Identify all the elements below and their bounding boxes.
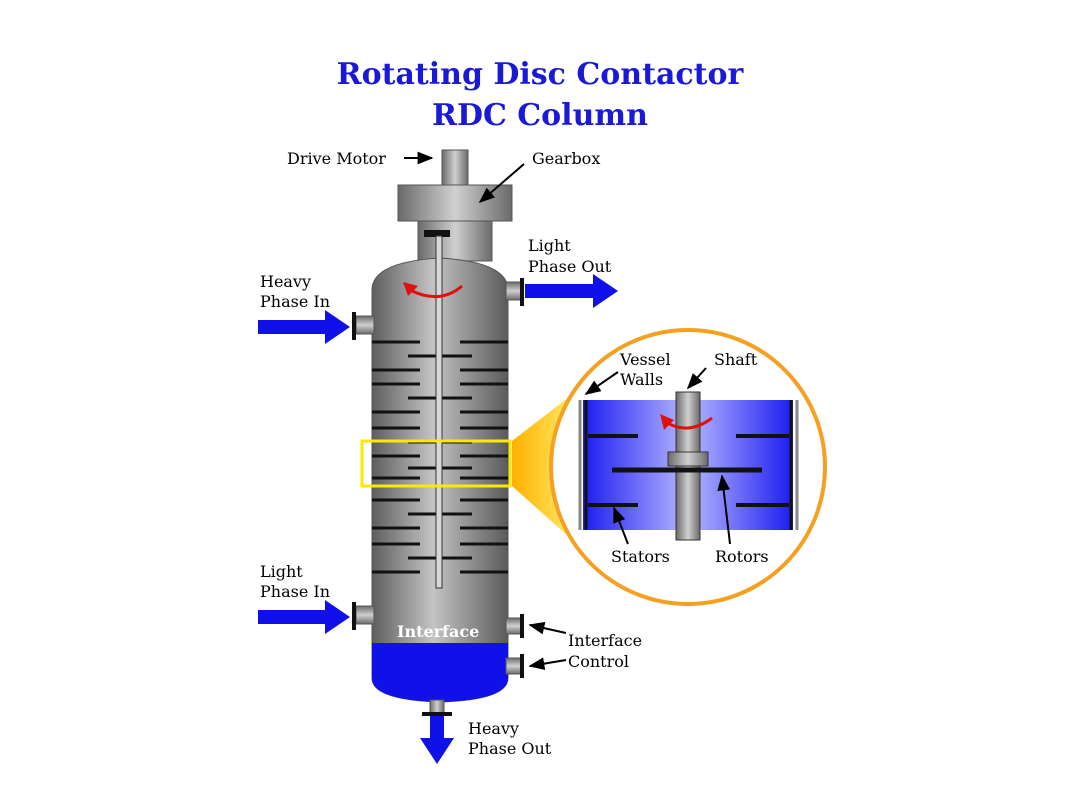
rotation-arrowhead-top [403,282,418,296]
light-phase-in-flange [352,602,356,630]
label-light-phase-in-2: Phase In [260,582,330,601]
label-interface: Interface [397,622,479,641]
title-line-2: RDC Column [432,98,648,133]
interface-control-flange-upper [520,614,524,638]
gearbox-pointer [478,163,525,204]
light-phase-out-arrow [525,274,618,308]
label-drive-motor: Drive Motor [287,149,386,168]
heavy-phase-out-flange [422,712,452,716]
label-light-phase-out-1: Light [528,236,571,255]
label-light-phase-in-1: Light [260,562,303,581]
light-phase-out-flange [520,278,524,306]
label-interface-control-2: Control [568,652,629,671]
central-shaft [435,235,443,589]
stators-pointer [613,506,629,545]
heavy-phase-out-arrow [420,716,454,764]
zoom-detail [549,328,827,606]
label-heavy-phase-out-2: Phase Out [468,739,552,758]
shaft-pointer [686,367,707,390]
label-vessel-walls-1: Vessel [619,350,671,369]
heavy-phase-out-nozzle [429,699,445,715]
highlight-box [360,439,512,488]
label-shaft: Shaft [714,350,758,369]
coupling [424,230,450,237]
gearbox-neck [417,220,493,262]
label-rotors: Rotors [715,547,769,566]
light-phase-out-nozzle [505,281,523,301]
interface-control-pointer-lower [528,657,567,670]
light-phase-in-nozzle [355,605,375,625]
rotation-arrow-top [409,284,463,298]
label-vessel-walls-2: Walls [620,370,663,389]
vessel-walls-pointer [584,371,619,395]
interface-control-pointer-upper [528,621,567,635]
rotor-hub [667,451,709,467]
interface-control-flange-lower [520,654,524,678]
label-heavy-phase-in-2: Phase In [260,292,330,311]
zoom-ring [549,328,827,606]
interface-control-nozzle-upper [505,617,523,635]
label-gearbox: Gearbox [532,149,600,168]
label-interface-control-1: Interface [568,631,642,650]
label-light-phase-out-2: Phase Out [528,257,612,276]
heavy-phase-in-nozzle [355,315,375,335]
heavy-phase-layer [372,643,508,702]
heavy-phase-in-flange [352,312,356,340]
label-heavy-phase-out-1: Heavy [468,719,519,738]
heavy-phase-in-arrow [258,310,350,344]
light-phase-in-arrow [258,600,350,634]
rotors-pointer [717,474,731,545]
interface-control-nozzle-lower [505,657,523,675]
title-line-1: Rotating Disc Contactor [336,57,744,92]
label-heavy-phase-in-1: Heavy [260,272,311,291]
drive-motor-shaft [441,149,469,191]
label-stators: Stators [611,547,670,566]
